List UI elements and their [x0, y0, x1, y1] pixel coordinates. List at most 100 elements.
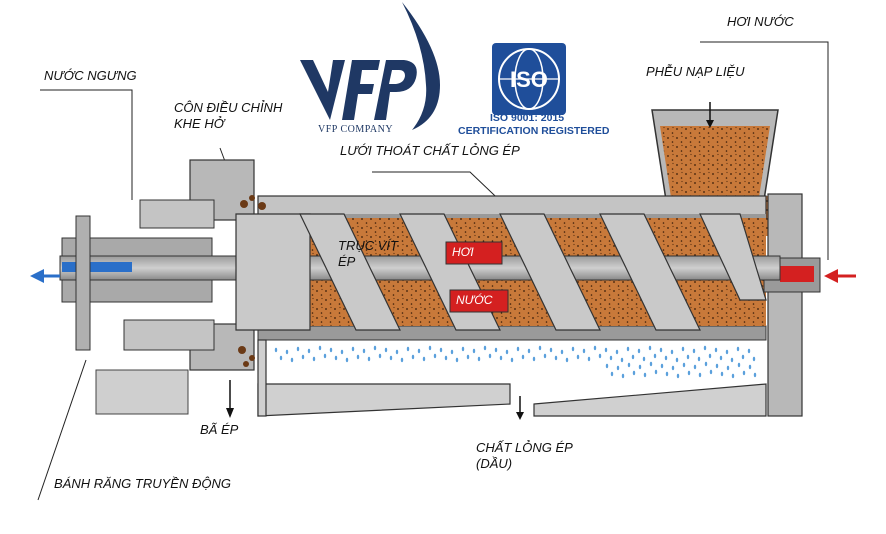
label-screw-shaft-2: ÉP [338, 254, 356, 269]
droplet [659, 347, 663, 353]
droplet [670, 349, 674, 355]
label-liquid-2: (DẦU) [476, 456, 513, 471]
droplet [510, 357, 514, 363]
screw-flights [299, 213, 767, 331]
droplet [356, 354, 360, 360]
droplet [367, 356, 371, 362]
droplet [649, 361, 653, 367]
droplet [752, 356, 756, 362]
droplet [715, 363, 719, 369]
droplet [494, 347, 498, 353]
droplet [748, 364, 752, 370]
droplet [345, 357, 349, 363]
droplet [616, 365, 620, 371]
droplet [653, 353, 657, 359]
flow-arrows [30, 269, 856, 420]
droplet [708, 353, 712, 359]
label-drainage-screen: LƯỚI THOÁT CHẤT LỎNG ÉP [340, 143, 520, 158]
droplet [709, 369, 713, 375]
droplet [334, 355, 338, 361]
droplet [741, 354, 745, 360]
droplet [742, 370, 746, 376]
droplet [731, 373, 735, 379]
droplet [643, 372, 647, 378]
droplet [648, 345, 652, 351]
droplet [726, 365, 730, 371]
droplet [609, 355, 613, 361]
liquid-droplets [274, 345, 757, 379]
droplet [571, 346, 575, 352]
label-screw-shaft-1: TRỤC VÍT [338, 238, 398, 253]
droplet [312, 356, 316, 362]
drive-housing [61, 159, 255, 415]
drive-gear [75, 215, 91, 351]
droplet [439, 347, 443, 353]
droplet [450, 349, 454, 355]
droplet [466, 354, 470, 360]
droplet [505, 349, 509, 355]
droplet [461, 346, 465, 352]
droplet [362, 348, 366, 354]
droplet [671, 365, 675, 371]
droplet [406, 346, 410, 352]
droplet [411, 354, 415, 360]
vfp-logo-mark [300, 2, 440, 130]
vfp-company-name: VFP COMPANY [318, 124, 394, 135]
droplet [620, 357, 624, 363]
collection-trough [257, 339, 767, 417]
droplet [428, 345, 432, 351]
droplet [307, 348, 311, 354]
droplet [488, 353, 492, 359]
droplet [631, 354, 635, 360]
droplet [538, 345, 542, 351]
iso-badge [492, 43, 566, 115]
droplet [378, 353, 382, 359]
label-gap-cone-2: KHE HỞ [174, 116, 225, 131]
label-liquid-1: CHẤT LỎNG ÉP [476, 440, 573, 455]
droplet [543, 353, 547, 359]
droplet [499, 355, 503, 361]
droplet [433, 353, 437, 359]
droplet [604, 347, 608, 353]
droplet [615, 349, 619, 355]
droplet [638, 364, 642, 370]
droplet [323, 353, 327, 359]
droplet [274, 347, 278, 353]
iso-standard-text: ISO 9001: 2015 [490, 112, 565, 124]
droplet [417, 348, 421, 354]
droplet [720, 371, 724, 377]
label-press-cake: BÃ ÉP [200, 422, 239, 437]
droplet [637, 348, 641, 354]
droplet [753, 372, 757, 378]
droplet [682, 362, 686, 368]
droplet [621, 373, 625, 379]
droplet [395, 349, 399, 355]
droplet [554, 355, 558, 361]
droplet [692, 348, 696, 354]
iso-badge-label: ISO [510, 67, 548, 92]
droplet [516, 346, 520, 352]
droplet [714, 347, 718, 353]
droplet [549, 347, 553, 353]
droplet [665, 371, 669, 377]
droplet [598, 353, 602, 359]
droplet [279, 355, 283, 361]
droplet [483, 345, 487, 351]
droplet [664, 355, 668, 361]
label-gap-cone-1: CÔN ĐIỀU CHỈNH [174, 100, 283, 115]
droplet [610, 371, 614, 377]
droplet [627, 362, 631, 368]
droplet [626, 346, 630, 352]
droplet [737, 362, 741, 368]
droplet [532, 356, 536, 362]
droplet [593, 345, 597, 351]
droplet [736, 346, 740, 352]
droplet [747, 348, 751, 354]
droplet [521, 354, 525, 360]
droplet [642, 356, 646, 362]
droplet [654, 369, 658, 375]
label-water-block: NƯỚC [456, 293, 493, 307]
droplet [725, 349, 729, 355]
label-steam-inlet: HƠI NƯỚC [727, 14, 794, 29]
droplet [704, 361, 708, 367]
